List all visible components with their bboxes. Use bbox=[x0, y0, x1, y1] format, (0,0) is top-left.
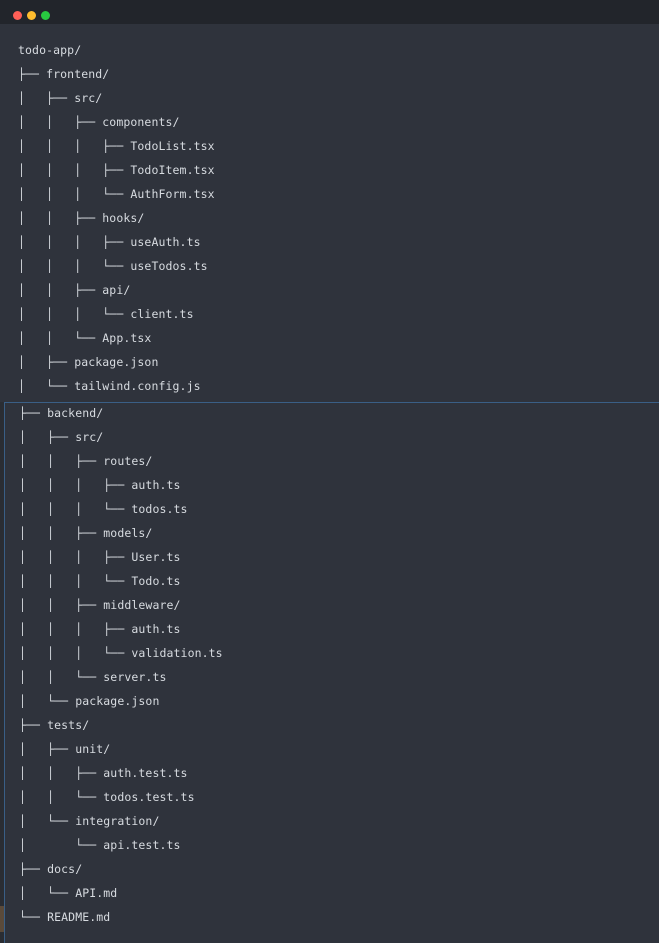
bottom-line: ├── docs/ bbox=[19, 862, 83, 876]
window-edge bbox=[0, 402, 4, 943]
bottom-line: │ │ │ └── Todo.ts bbox=[19, 574, 181, 588]
top-line: todo-app/ bbox=[18, 43, 82, 57]
bottom-line: │ └── integration/ bbox=[19, 814, 160, 828]
top-line: │ │ │ ├── TodoItem.tsx bbox=[18, 163, 215, 177]
top-line: │ │ └── App.tsx bbox=[18, 331, 152, 345]
close-window-icon[interactable] bbox=[13, 11, 22, 20]
title-bar bbox=[0, 0, 659, 24]
bottom-line: │ │ ├── routes/ bbox=[19, 454, 153, 468]
bottom-line: │ └── api.test.ts bbox=[19, 838, 181, 852]
bottom-line: │ └── package.json bbox=[19, 694, 160, 708]
bottom-line: │ │ ├── models/ bbox=[19, 526, 153, 540]
background-peek bbox=[0, 906, 4, 932]
bottom-line: │ │ └── todos.test.ts bbox=[19, 790, 195, 804]
top-line: │ │ │ └── useTodos.ts bbox=[18, 259, 208, 273]
top-line: │ └── tailwind.config.js bbox=[18, 379, 201, 393]
bottom-line: │ │ ├── middleware/ bbox=[19, 598, 181, 612]
bottom-line: ├── tests/ bbox=[19, 718, 90, 732]
bottom-line: └── README.md bbox=[19, 910, 111, 924]
bottom-line: │ │ │ └── validation.ts bbox=[19, 646, 223, 660]
top-line: │ │ │ ├── TodoList.tsx bbox=[18, 139, 215, 153]
bottom-line: │ ├── unit/ bbox=[19, 742, 111, 756]
top-line: │ │ │ └── client.ts bbox=[18, 307, 194, 321]
bottom-line: ├── backend/ bbox=[19, 406, 104, 420]
bottom-line: │ │ │ ├── User.ts bbox=[19, 550, 181, 564]
top-line: │ │ ├── hooks/ bbox=[18, 211, 145, 225]
bottom-line: │ │ │ ├── auth.ts bbox=[19, 478, 181, 492]
bottom-line: │ │ │ └── todos.ts bbox=[19, 502, 188, 516]
top-line: │ │ ├── api/ bbox=[18, 283, 131, 297]
top-line: ├── frontend/ bbox=[18, 67, 110, 81]
top-line: │ │ ├── components/ bbox=[18, 115, 180, 129]
maximize-window-icon[interactable] bbox=[41, 11, 50, 20]
bottom-line: │ ├── src/ bbox=[19, 430, 104, 444]
top-line: │ ├── package.json bbox=[18, 355, 159, 369]
top-line: │ ├── src/ bbox=[18, 91, 103, 105]
tree-output-bottom bbox=[4, 402, 659, 943]
bottom-line: │ │ ├── auth.test.ts bbox=[19, 766, 188, 780]
bottom-line: │ │ │ ├── auth.ts bbox=[19, 622, 181, 636]
tree-output-top bbox=[0, 24, 659, 402]
top-line: │ │ │ ├── useAuth.ts bbox=[18, 235, 201, 249]
top-line: │ │ │ └── AuthForm.tsx bbox=[18, 187, 215, 201]
bottom-line: │ │ └── server.ts bbox=[19, 670, 167, 684]
bottom-line: │ └── API.md bbox=[19, 886, 118, 900]
minimize-window-icon[interactable] bbox=[27, 11, 36, 20]
